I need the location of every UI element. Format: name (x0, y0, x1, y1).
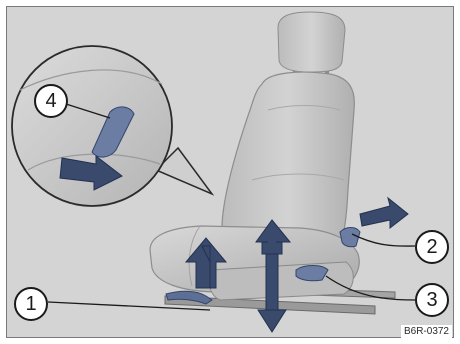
height-lever (296, 266, 328, 281)
callout-4: 4 (34, 84, 68, 118)
figure-reference-code: B6R-0372 (401, 325, 452, 338)
callout-3: 3 (415, 283, 449, 317)
right-arrow-icon (360, 198, 408, 228)
headrest (278, 12, 345, 72)
down-arrow-icon (258, 310, 286, 332)
callout-1: 1 (14, 287, 48, 321)
recline-lever (340, 228, 360, 247)
zoom-inset (12, 46, 212, 206)
callout-2: 2 (415, 230, 449, 264)
